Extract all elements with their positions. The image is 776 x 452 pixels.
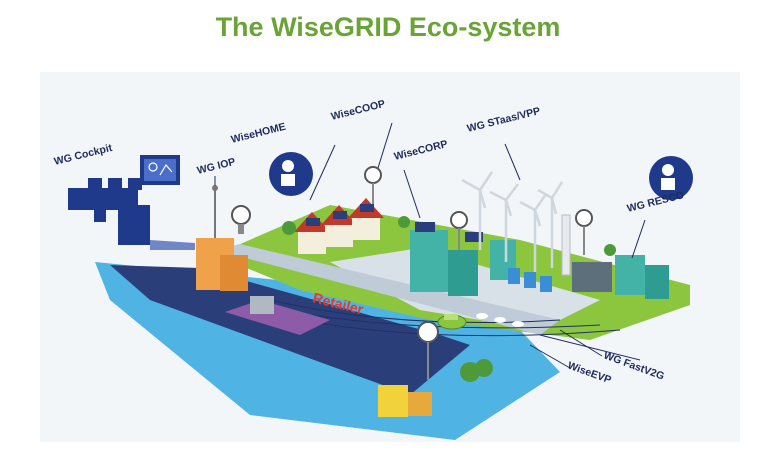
cockpit-link: [150, 240, 195, 250]
label-leader-lines: [214, 122, 646, 369]
gauge-icon: [450, 211, 468, 252]
parking-spots: [476, 313, 524, 327]
wisehome-user-icon: [269, 152, 313, 196]
battery-icon: [508, 268, 552, 292]
gauge-icon: [575, 209, 593, 255]
page-title: The WiseGRID Eco-system: [215, 12, 561, 42]
wind-turbine-icon: [461, 171, 564, 272]
bottom-building: [378, 385, 432, 417]
substation: [225, 296, 330, 335]
ev-car-icon: [437, 314, 467, 330]
operator-icon: [68, 178, 150, 245]
dashboard-icon: [140, 155, 180, 185]
road-strip: [215, 244, 560, 335]
gauge-icon: [364, 166, 382, 210]
corp-buildings: [410, 222, 516, 296]
gauge-icon: [231, 205, 251, 234]
smart-meter-icon: [417, 321, 439, 380]
solar-panel-icon: [306, 204, 374, 226]
house-icon: [294, 198, 384, 254]
factory-icon: [561, 214, 669, 299]
iop-building: [196, 185, 248, 291]
resco-user-icon: [649, 156, 693, 200]
tree-icon: [282, 216, 616, 382]
